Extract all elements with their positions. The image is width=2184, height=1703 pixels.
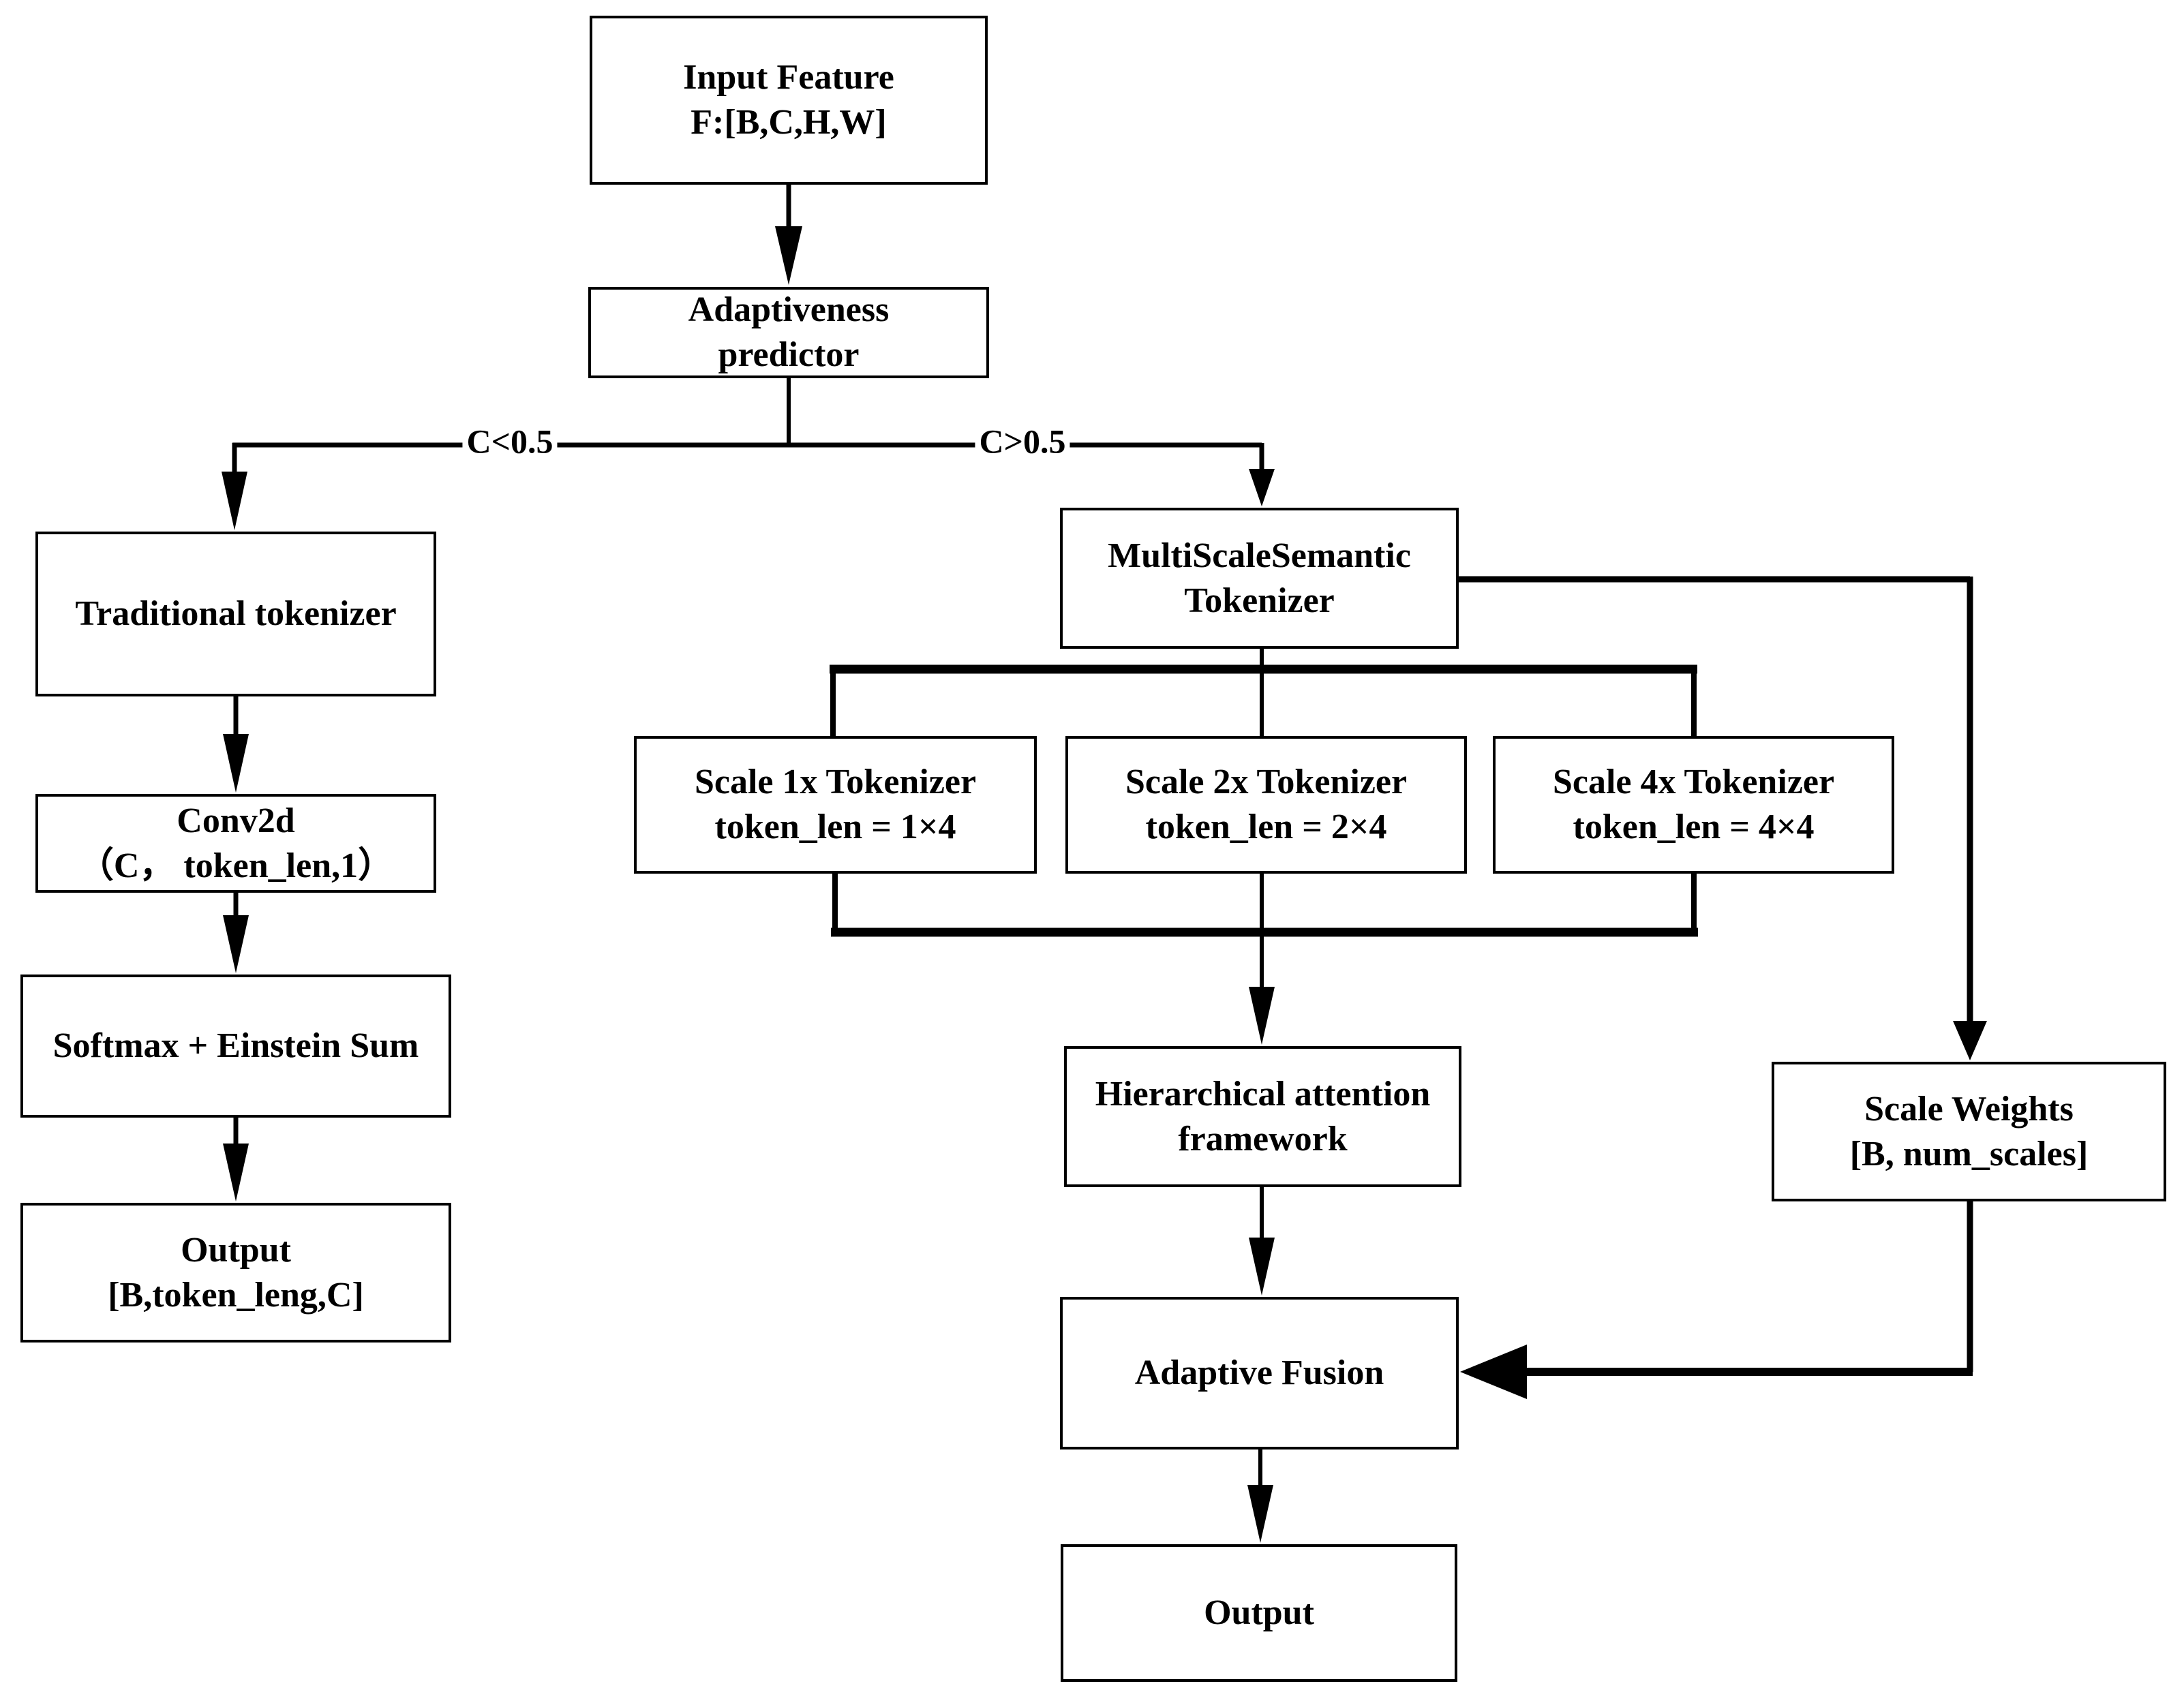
arrowhead-into-hierarchical (1249, 987, 1275, 1045)
node-label: Hierarchical attention (1095, 1074, 1431, 1114)
node-conv2d: Conv2d （C， token_len,1） (35, 794, 436, 893)
node-label: token_len = 2×4 (1145, 808, 1387, 846)
node-label: Scale Weights (1864, 1089, 2074, 1129)
node-label: （C， token_len,1） (78, 846, 394, 885)
arrowhead-into-multiscale (1249, 469, 1275, 506)
arrowhead-into-fusion-top (1249, 1238, 1275, 1295)
node-scale-2x-tokenizer: Scale 2x Tokenizer token_len = 2×4 (1065, 736, 1467, 874)
node-scale-1x-tokenizer: Scale 1x Tokenizer token_len = 1×4 (634, 736, 1037, 874)
node-adaptive-fusion: Adaptive Fusion (1060, 1297, 1459, 1449)
node-scale-4x-tokenizer: Scale 4x Tokenizer token_len = 4×4 (1493, 736, 1894, 874)
node-label: Output (1204, 1593, 1314, 1633)
node-softmax-einstein-sum: Softmax + Einstein Sum (20, 975, 451, 1118)
node-multiscale-semantic-tokenizer: MultiScaleSemantic Tokenizer (1060, 508, 1459, 649)
node-output-traditional: Output [B,token_leng,C] (20, 1203, 451, 1343)
edge-label-c-less-than: C<0.5 (462, 421, 558, 461)
node-label: Softmax + Einstein Sum (52, 1026, 419, 1066)
arrowhead-into-scaleweights (1953, 1021, 1987, 1060)
node-label: Adaptiveness (688, 290, 890, 330)
node-label: Traditional tokenizer (75, 594, 397, 634)
edge-label-c-greater-than: C>0.5 (975, 421, 1070, 461)
node-label: MultiScaleSemantic (1108, 536, 1411, 575)
node-label: F:[B,C,H,W] (691, 103, 887, 142)
node-input-feature: Input Feature F:[B,C,H,W] (590, 16, 988, 185)
arrowhead-into-output-traditional (223, 1144, 249, 1201)
node-label: [B,token_leng,C] (108, 1275, 364, 1315)
node-label: Conv2d (177, 801, 295, 840)
arrowhead-into-traditional (222, 472, 247, 530)
arrowhead-into-softmax (223, 915, 249, 973)
node-label: token_len = 1×4 (714, 808, 956, 846)
node-output-final: Output (1061, 1544, 1457, 1682)
arrowhead-into-predictor (775, 226, 802, 285)
node-label: framework (1178, 1119, 1348, 1159)
node-label: [B, num_scales] (1849, 1134, 2089, 1173)
node-label: Output (181, 1230, 291, 1270)
node-label: token_len = 4×4 (1573, 808, 1815, 846)
node-label: Adaptive Fusion (1134, 1353, 1384, 1393)
arrowhead-into-fusion-right (1460, 1345, 1527, 1399)
arrowhead-into-output-final (1247, 1485, 1273, 1543)
node-traditional-tokenizer: Traditional tokenizer (35, 532, 436, 696)
node-label: Input Feature (683, 58, 894, 97)
node-scale-weights: Scale Weights [B, num_scales] (1772, 1062, 2166, 1201)
node-label: Scale 2x Tokenizer (1125, 763, 1408, 802)
arrowhead-into-conv2d (223, 734, 249, 793)
node-label: predictor (718, 335, 860, 374)
node-label: Scale 1x Tokenizer (694, 763, 977, 802)
node-label: Tokenizer (1184, 581, 1335, 620)
node-hierarchical-attention-framework: Hierarchical attention framework (1064, 1046, 1461, 1187)
node-adaptiveness-predictor: Adaptiveness predictor (588, 287, 989, 378)
node-label: Scale 4x Tokenizer (1552, 763, 1835, 802)
